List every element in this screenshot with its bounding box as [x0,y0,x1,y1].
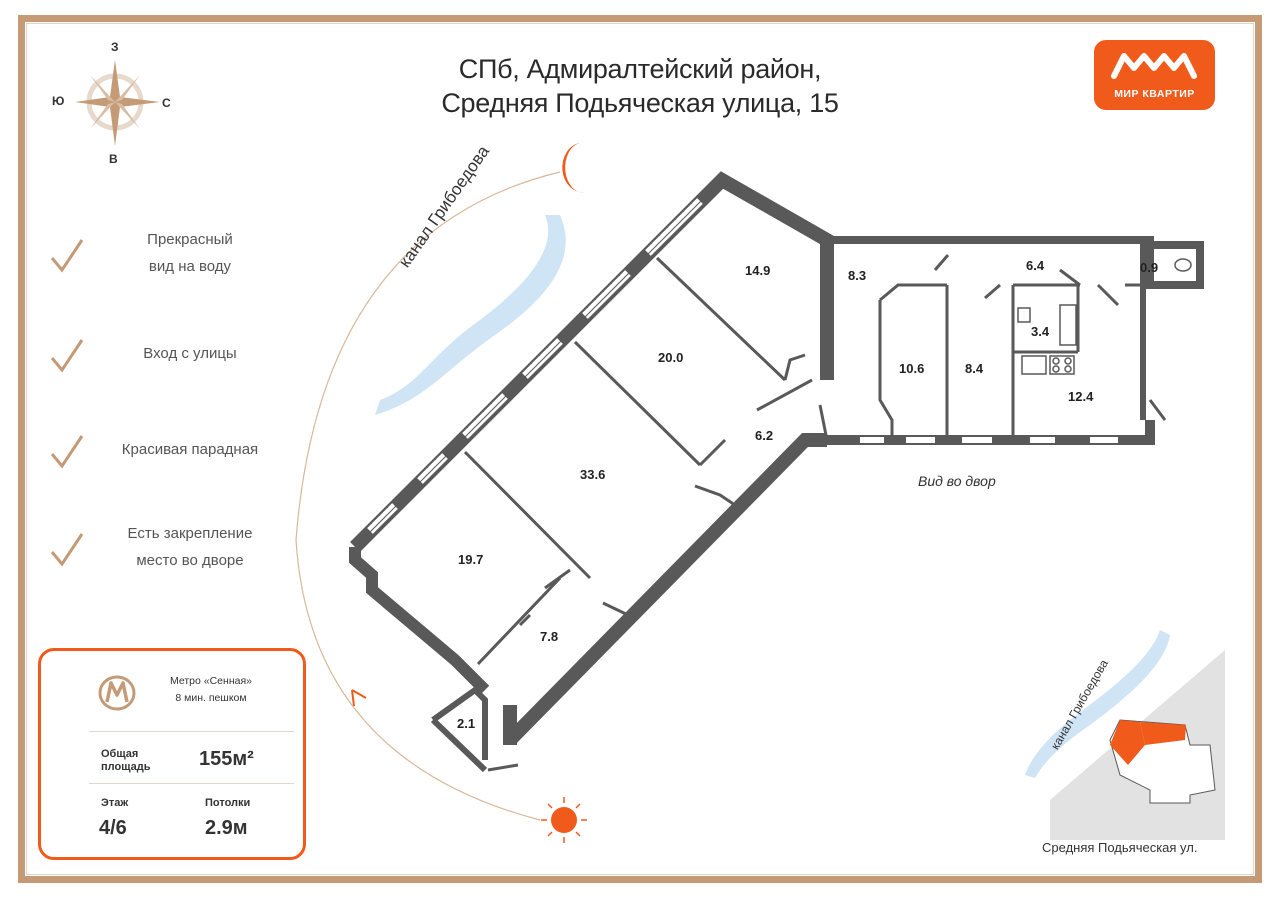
brand-logo[interactable]: МИР КВАРТИР [1094,40,1215,110]
feature-line-2: вид на воду [148,258,232,275]
canal-water [375,215,566,415]
feature-line-1: Прекрасный [147,231,233,248]
logo-mark-icon [1111,53,1197,79]
divider [89,731,294,732]
logo-text: МИР КВАРТИР [1114,88,1195,100]
metro-icon [98,675,136,711]
floor-label: Этаж [101,797,129,809]
area-value: 155м² [199,748,254,770]
sun-path-arc [295,171,561,821]
check-icon [50,239,84,273]
feature-line-1: Есть закрепление [127,525,253,542]
room-area-label: 19.7 [458,552,484,567]
floor-value: 4/6 [99,817,127,839]
room-area-label: 7.8 [540,629,559,644]
metro-distance: 8 мин. пешком [175,692,247,704]
sun-icon [541,797,587,843]
check-icon [50,339,84,373]
site-mini-map [1025,630,1225,840]
room-area-label: 12.4 [1068,389,1094,404]
courtyard-view-label: Вид во двор [918,473,996,489]
metro-name: Метро «Сенная» [170,675,252,687]
check-icon [50,435,84,469]
compass-rose-icon [75,60,160,146]
compass-north: З [111,40,119,54]
window-frames [361,186,716,541]
room-area-label: 0.9 [1140,260,1159,275]
info-card: Метро «Сенная» 8 мин. пешком Общая площа… [38,648,306,860]
page-title: СПб, Адмиралтейский район, Средняя Подья… [400,52,880,120]
ceiling-value: 2.9м [205,817,248,839]
compass-east: С [162,96,171,110]
area-label-1: Общая [101,748,139,760]
room-area-label: 8.3 [848,268,867,283]
feature-line-2: место во дворе [136,552,244,569]
area-label-2: площадь [101,761,151,773]
divider [89,783,294,784]
street-label: Средняя Подьяческая ул. [1042,840,1198,855]
room-area-label: 10.6 [899,361,925,376]
arc-arrow-icon [351,689,367,707]
room-area-label: 33.6 [580,467,606,482]
ceiling-label: Потолки [205,797,251,809]
room-area-label: 8.4 [965,361,984,376]
room-area-label: 3.4 [1031,324,1050,339]
interior-walls-right [878,254,1167,440]
room-area-label: 14.9 [745,263,771,278]
title-line-2: Средняя Подьяческая улица, 15 [441,88,839,118]
room-area-label: 20.0 [658,350,684,365]
interior-walls-left [463,256,829,772]
title-line-1: СПб, Адмиралтейский район, [458,54,822,84]
room-area-label: 2.1 [457,716,476,731]
inner-frame-line [26,23,1254,875]
feature-line-1: Красивая парадная [121,441,259,458]
moon-icon [562,143,585,193]
bathroom-fixtures [1017,258,1192,375]
room-area-label: 6.2 [755,428,774,443]
feature-line-1: Вход с улицы [143,345,237,362]
compass-west: Ю [52,94,65,108]
compass-south: В [109,152,118,166]
room-area-label: 6.4 [1026,258,1045,273]
windows-left-wing [367,198,703,534]
check-icon [50,533,84,567]
